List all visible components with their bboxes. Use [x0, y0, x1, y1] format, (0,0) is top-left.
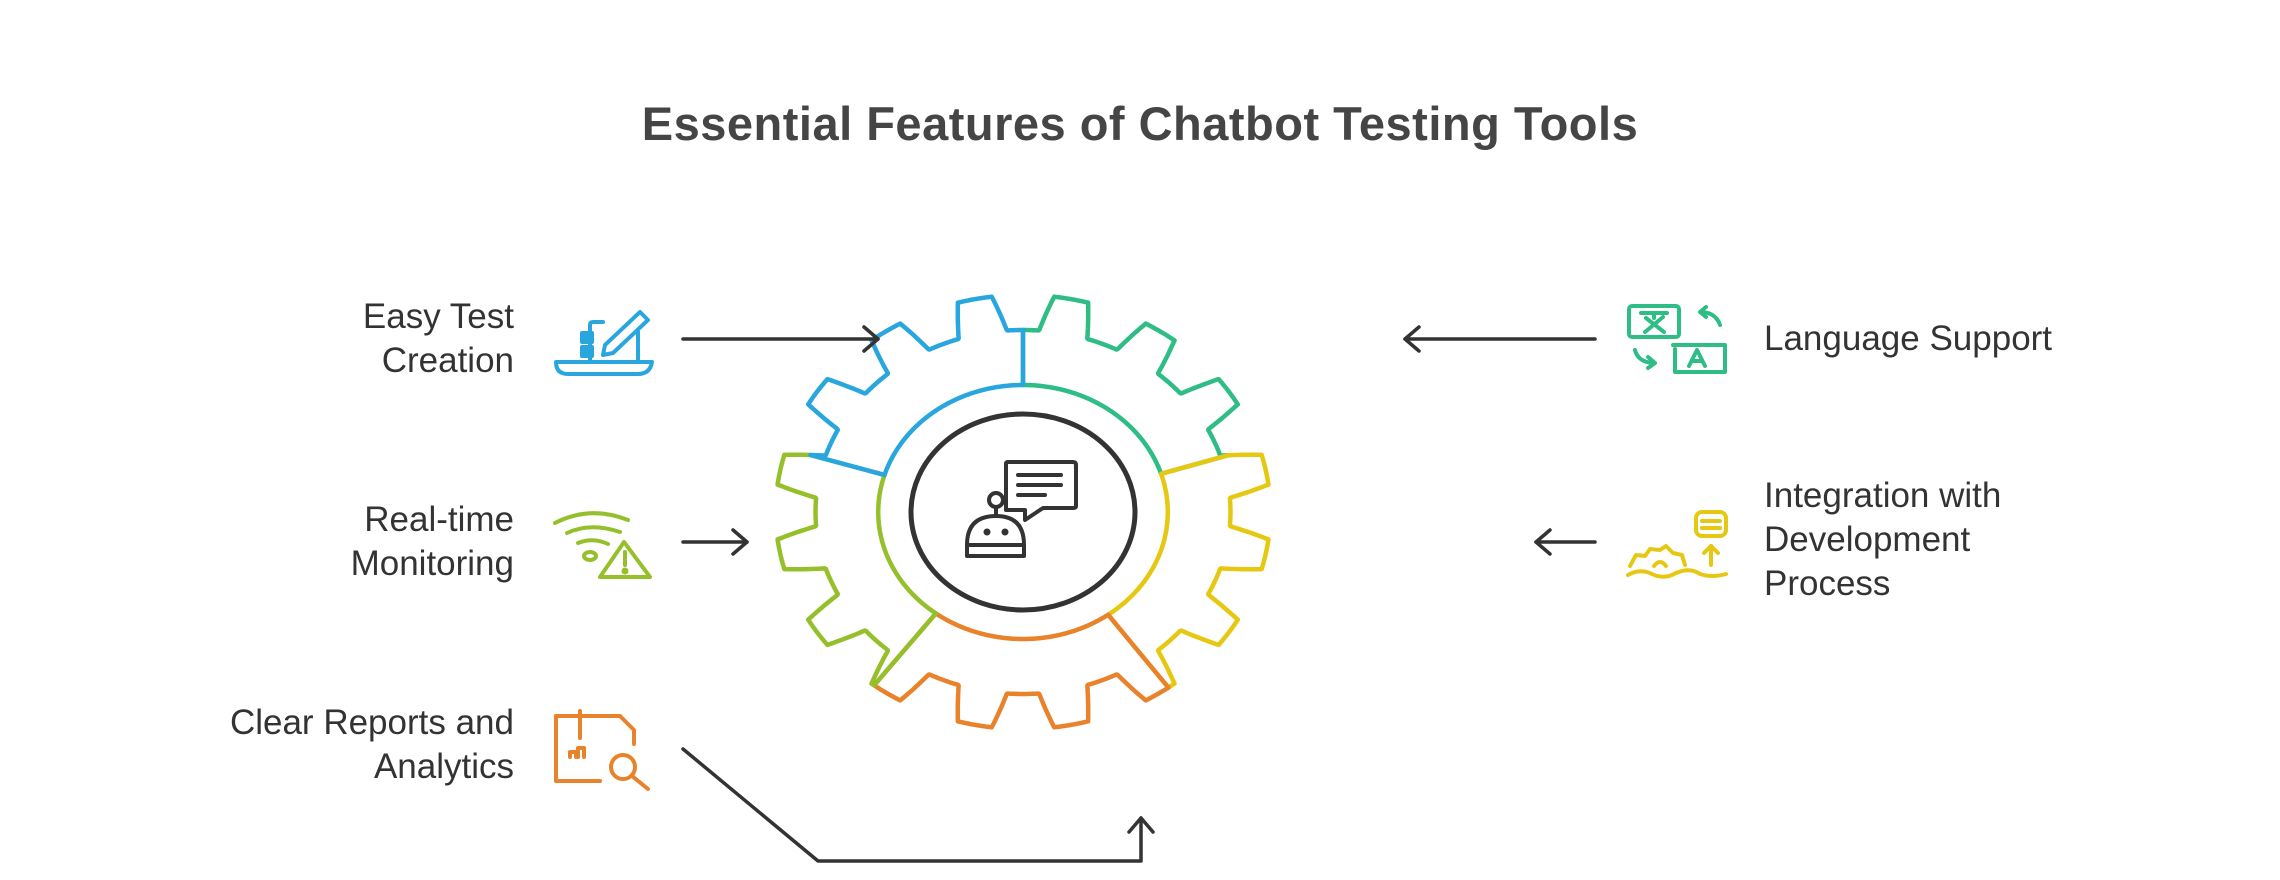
arrow-language-support	[1403, 325, 1597, 353]
gear-database-icon	[1626, 510, 1728, 579]
label-line: Clear Reports and	[229, 703, 514, 742]
label-line: Integration with	[1764, 476, 2002, 515]
label-easy-test-creation: Easy Test Creation	[363, 295, 514, 383]
label-language-support: Language Support	[1764, 317, 2052, 361]
label-line: Development	[1764, 520, 1971, 559]
label-line: Language Support	[1764, 319, 2053, 358]
center-circle	[908, 411, 1138, 613]
report-search-icon	[554, 709, 650, 791]
arrow-integration	[1534, 528, 1597, 556]
label-line: Creation	[381, 341, 514, 380]
wifi-warning-icon	[553, 511, 652, 579]
gear-segment-language-support	[1020, 294, 1241, 477]
label-line: Process	[1764, 564, 1891, 603]
translate-icon	[1627, 304, 1727, 374]
gear	[775, 294, 1271, 730]
label-clear-reports: Clear Reports and Analytics	[230, 701, 514, 789]
label-line: Real-time	[364, 500, 514, 539]
label-integration: Integration with Development Process	[1764, 474, 2001, 606]
chatbot-icon	[965, 460, 1078, 558]
laptop-edit-icon	[554, 310, 654, 376]
label-line: Monitoring	[350, 544, 514, 583]
page-title: Essential Features of Chatbot Testing To…	[641, 97, 1639, 150]
arrow-easy-test-creation	[681, 325, 880, 353]
gear-segment-easy-test-creation	[805, 294, 1026, 478]
gear-segment-clear-reports	[871, 611, 1171, 730]
arrow-real-time-monitoring	[681, 528, 749, 556]
arrow-clear-reports	[681, 747, 1155, 863]
label-line: Easy Test	[362, 297, 514, 336]
label-line: Analytics	[373, 747, 514, 786]
label-real-time-monitoring: Real-time Monitoring	[351, 498, 514, 586]
